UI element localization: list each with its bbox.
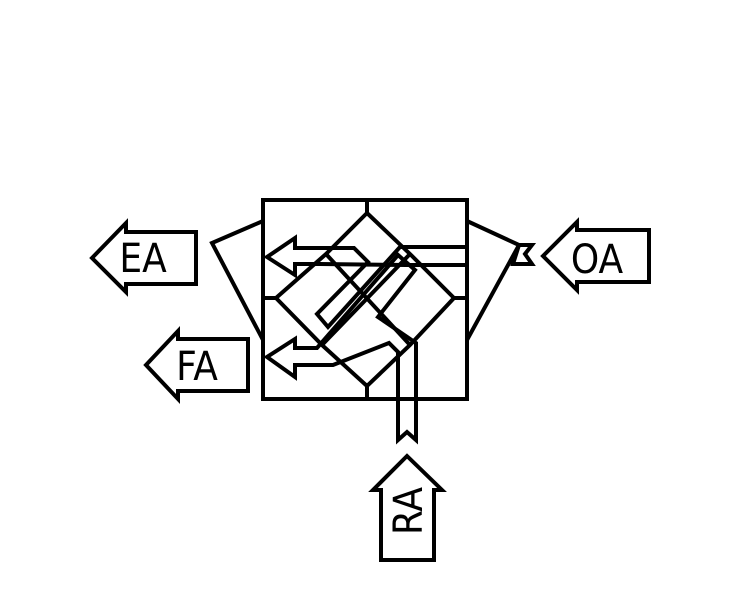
- return-air-arrow: [368, 453, 447, 562]
- airflow-path-outdoor-to-exhaust: [263, 234, 467, 331]
- return-air-label: RA: [386, 487, 432, 535]
- exchanger-core-grid: [263, 200, 467, 399]
- exhaust-air-label: EA: [119, 236, 167, 282]
- outdoor-air-label: OA: [571, 237, 624, 283]
- exhaust-air-arrow: [89, 218, 198, 297]
- right-duct-transition: [465, 219, 537, 341]
- outdoor-air-arrow: [540, 217, 651, 295]
- airflow-path-return-to-fresh: [263, 252, 418, 445]
- left-duct-transition: [209, 219, 265, 341]
- fresh-air-label: FA: [176, 344, 218, 390]
- fresh-air-arrow: [143, 325, 250, 405]
